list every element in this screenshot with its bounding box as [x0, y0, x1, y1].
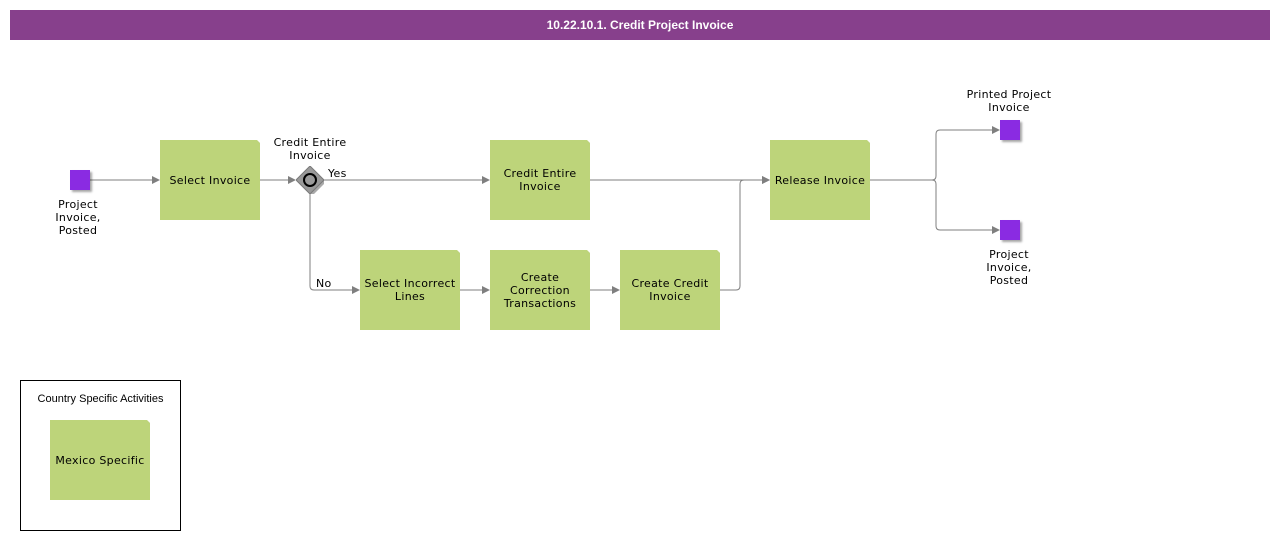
- task-create-credit-invoice-label: Create Credit Invoice: [631, 277, 709, 303]
- end-event-posted-label: Project Invoice, Posted: [986, 248, 1032, 287]
- end-event-printed-label: Printed Project Invoice: [966, 88, 1052, 114]
- task-create-credit-invoice[interactable]: Create Credit Invoice: [620, 250, 720, 330]
- task-create-correction-transactions[interactable]: Create Correction Transactions: [490, 250, 590, 330]
- flow-release-to-posted: [931, 179, 1000, 234]
- flow-credit-to-release: [720, 176, 770, 291]
- task-credit-entire-invoice[interactable]: Credit Entire Invoice: [490, 140, 590, 220]
- legend-title: Country Specific Activities: [37, 393, 164, 405]
- task-release-invoice[interactable]: Release Invoice: [770, 140, 870, 220]
- task-create-correction-transactions-label: Create Correction Transactions: [503, 270, 577, 310]
- start-event[interactable]: [70, 170, 90, 190]
- task-select-invoice-label: Select Invoice: [169, 173, 251, 187]
- exclusive-gateway-icon[interactable]: [296, 166, 324, 194]
- gateway-yes-label: Yes: [328, 167, 347, 180]
- task-select-incorrect-lines[interactable]: Select Incorrect Lines: [360, 250, 460, 330]
- flow-release-to-printed: [870, 126, 1000, 181]
- task-release-invoice-label: Release Invoice: [774, 173, 866, 187]
- diagram-title: 10.22.10.1. Credit Project Invoice: [10, 10, 1270, 40]
- legend-mexico-specific[interactable]: Mexico Specific: [50, 420, 150, 500]
- gateway-label: Credit Entire Invoice: [273, 136, 347, 162]
- flow-gateway-no: [309, 194, 360, 294]
- task-select-incorrect-lines-label: Select Incorrect Lines: [364, 277, 456, 303]
- end-event-posted[interactable]: [1000, 220, 1020, 240]
- legend-mexico-specific-label: Mexico Specific: [55, 453, 145, 467]
- legend-box: Country Specific Activities Mexico Speci…: [20, 380, 181, 531]
- start-event-label: Project Invoice, Posted: [55, 198, 101, 237]
- task-credit-entire-invoice-label: Credit Entire Invoice: [503, 167, 577, 193]
- end-event-printed[interactable]: [1000, 120, 1020, 140]
- gateway-no-label: No: [316, 277, 332, 290]
- task-select-invoice[interactable]: Select Invoice: [160, 140, 260, 220]
